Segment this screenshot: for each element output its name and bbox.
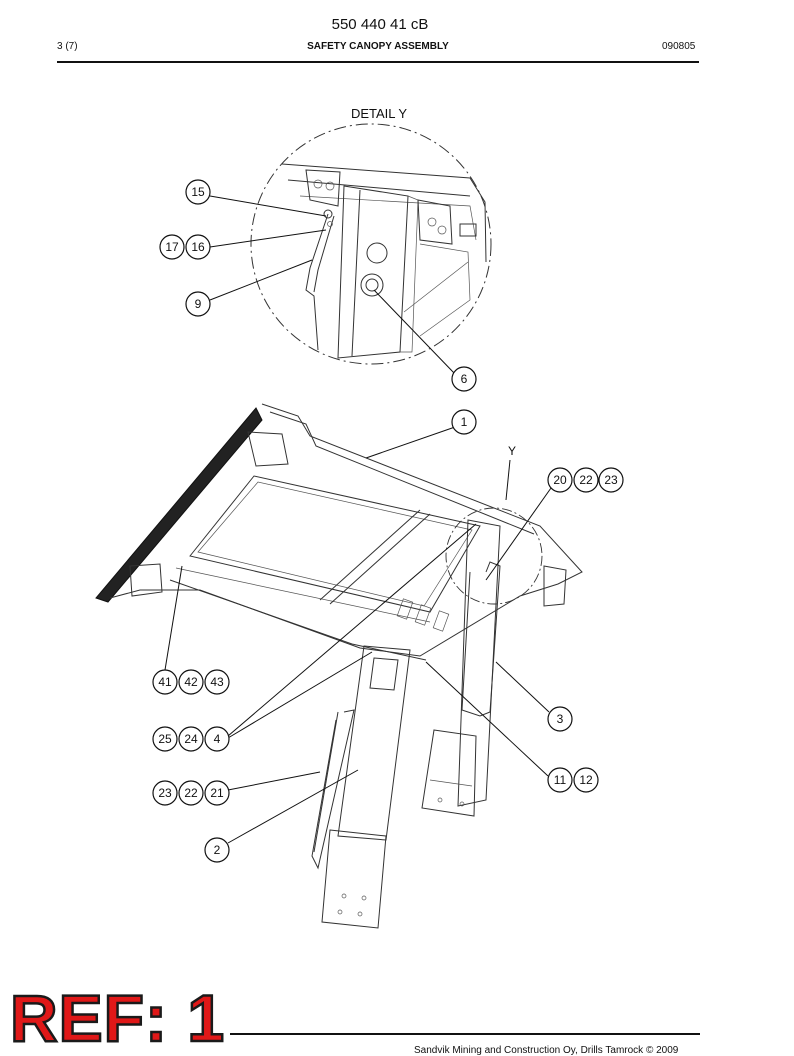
- svg-text:2: 2: [214, 843, 221, 857]
- callout-16: 16: [185, 234, 211, 260]
- callout-22: 22: [573, 467, 599, 493]
- document-date: 090805: [662, 41, 696, 52]
- callout-42: 42: [178, 669, 204, 695]
- svg-text:9: 9: [195, 297, 202, 311]
- svg-text:1: 1: [461, 415, 468, 429]
- callout-20: 20: [547, 467, 573, 493]
- svg-text:6: 6: [461, 372, 468, 386]
- document-title: SAFETY CANOPY ASSEMBLY: [307, 41, 449, 52]
- svg-text:42: 42: [184, 675, 198, 689]
- callout-22-lower: 22: [178, 780, 204, 806]
- callout-6: 6: [451, 366, 477, 392]
- detail-label: DETAIL Y: [350, 106, 408, 121]
- detail-view: [250, 123, 492, 365]
- callout-24: 24: [178, 726, 204, 752]
- callout-23: 23: [598, 467, 624, 493]
- svg-text:11: 11: [554, 773, 567, 787]
- svg-text:17: 17: [165, 240, 179, 254]
- svg-text:25: 25: [158, 732, 172, 746]
- svg-text:20: 20: [553, 473, 567, 487]
- callout-25: 25: [152, 726, 178, 752]
- callout-21: 21: [204, 780, 230, 806]
- svg-text:23: 23: [158, 786, 172, 800]
- callout-11: 11: [547, 767, 573, 793]
- callout-3: 3: [547, 706, 573, 732]
- callout-4: 4: [204, 726, 230, 752]
- ref-stamp: REF: 1: [9, 981, 226, 1056]
- callout-23-lower: 23: [152, 780, 178, 806]
- svg-text:4: 4: [214, 732, 221, 746]
- callout-9: 9: [185, 291, 211, 317]
- svg-text:16: 16: [191, 240, 205, 254]
- callout-12: 12: [573, 767, 599, 793]
- callout-2: 2: [204, 837, 230, 863]
- svg-text:3: 3: [557, 712, 564, 726]
- document-number: 550 440 41 cB: [331, 16, 429, 33]
- svg-text:22: 22: [579, 473, 593, 487]
- svg-text:15: 15: [191, 185, 205, 199]
- callout-17: 17: [159, 234, 185, 260]
- header-rule: [57, 61, 699, 63]
- view-marker-y: Y: [508, 444, 516, 458]
- callout-41: 41: [152, 669, 178, 695]
- callout-43: 43: [204, 669, 230, 695]
- leader-lines: [164, 195, 552, 844]
- svg-text:41: 41: [158, 675, 172, 689]
- callout-15: 15: [185, 179, 211, 205]
- svg-text:12: 12: [579, 773, 593, 787]
- footer-rule: [230, 1033, 700, 1035]
- page-number: 3 (7): [57, 41, 78, 52]
- svg-text:43: 43: [210, 675, 224, 689]
- callout-1: 1: [451, 409, 477, 435]
- svg-text:24: 24: [184, 732, 198, 746]
- footer-copyright: Sandvik Mining and Construction Oy, Dril…: [414, 1045, 679, 1056]
- svg-text:22: 22: [184, 786, 198, 800]
- svg-text:23: 23: [604, 473, 618, 487]
- canopy-assembly: [95, 403, 583, 929]
- svg-text:21: 21: [210, 786, 224, 800]
